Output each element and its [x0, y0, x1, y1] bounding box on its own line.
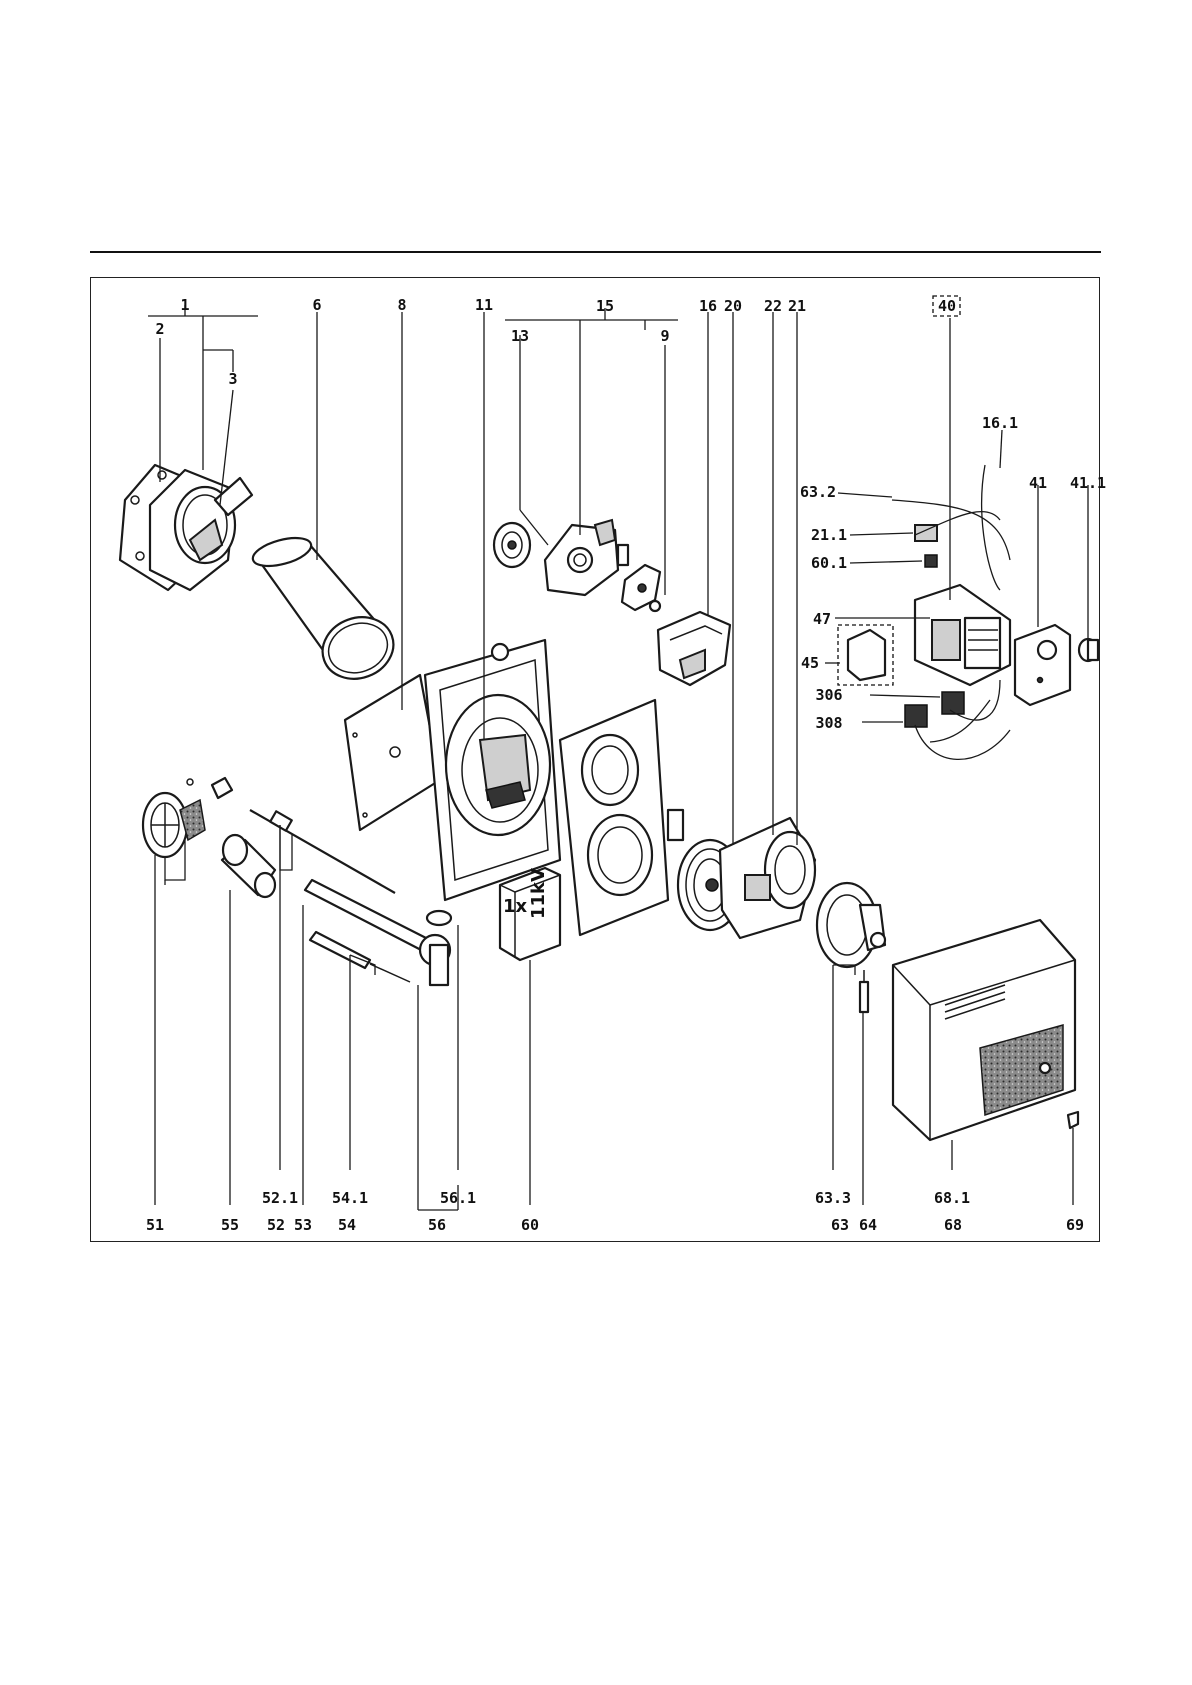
label-2: 2 — [155, 320, 164, 338]
part-control-relay — [838, 625, 893, 685]
label-56-1: 56.1 — [440, 1189, 476, 1207]
label-8: 8 — [397, 296, 406, 314]
part-burner-housing — [425, 640, 560, 900]
part-solenoid-valve — [622, 565, 660, 611]
part-mounting-plate — [560, 700, 683, 935]
label-68: 68 — [944, 1216, 962, 1234]
part-control-box — [915, 585, 1010, 685]
label-22: 22 — [764, 297, 782, 315]
part-oil-line — [305, 880, 451, 985]
part-cover-plate — [345, 675, 440, 830]
part-photocell-holder — [817, 883, 885, 967]
label-41-1: 41.1 — [1070, 474, 1106, 492]
label-60: 60 — [521, 1216, 539, 1234]
label-54-1: 54.1 — [332, 1189, 368, 1207]
part-oil-pump — [494, 520, 628, 595]
label-60-1: 60.1 — [811, 554, 847, 572]
label-16-1: 16.1 — [982, 414, 1018, 432]
label-56: 56 — [428, 1216, 446, 1234]
label-63-2: 63.2 — [800, 483, 836, 501]
transformer-count: 1x — [503, 896, 528, 917]
label-64: 64 — [859, 1216, 877, 1234]
label-41: 41 — [1029, 474, 1047, 492]
label-306: 306 — [815, 686, 842, 704]
label-55: 55 — [221, 1216, 239, 1234]
part-cable-gland — [1079, 639, 1098, 661]
part-labels-bottom: 52.1 54.1 56.1 63.3 68.1 51 55 52 53 54 … — [146, 1189, 1084, 1234]
part-ignition-block — [658, 612, 730, 685]
part-junction-box — [1015, 625, 1070, 705]
label-45: 45 — [801, 654, 819, 672]
part-blast-tube — [250, 533, 402, 689]
label-1: 1 — [180, 296, 189, 314]
part-motor — [720, 818, 815, 938]
part-nozzle-holder — [222, 835, 275, 897]
label-52: 52 — [267, 1216, 285, 1234]
label-9: 9 — [660, 327, 669, 345]
label-47: 47 — [813, 610, 831, 628]
label-13: 13 — [511, 327, 529, 345]
label-69: 69 — [1066, 1216, 1084, 1234]
label-15: 15 — [596, 297, 614, 315]
label-11: 11 — [475, 296, 493, 314]
part-mounting-flange — [120, 465, 252, 590]
label-16: 16 — [699, 297, 717, 315]
part-hood-screw — [1068, 1112, 1078, 1128]
label-21-1: 21.1 — [811, 526, 847, 544]
part-ignition-transformer: 1x 11kV — [500, 868, 560, 960]
label-40: 40 — [938, 297, 956, 315]
label-52-1: 52.1 — [262, 1189, 298, 1207]
label-308: 308 — [815, 714, 842, 732]
part-burner-hood — [893, 920, 1075, 1140]
part-ignition-cable — [310, 932, 410, 982]
label-54: 54 — [338, 1216, 356, 1234]
label-68-1: 68.1 — [934, 1189, 970, 1207]
label-63-3: 63.3 — [815, 1189, 851, 1207]
part-diffuser-disc — [143, 778, 232, 857]
label-53: 53 — [294, 1216, 312, 1234]
part-photocell — [860, 970, 868, 1012]
label-6: 6 — [312, 296, 321, 314]
label-20: 20 — [724, 297, 742, 315]
label-3: 3 — [228, 370, 237, 388]
label-21: 21 — [788, 297, 806, 315]
label-63: 63 — [831, 1216, 849, 1234]
label-51: 51 — [146, 1216, 164, 1234]
transformer-voltage: 11kV — [528, 868, 549, 919]
